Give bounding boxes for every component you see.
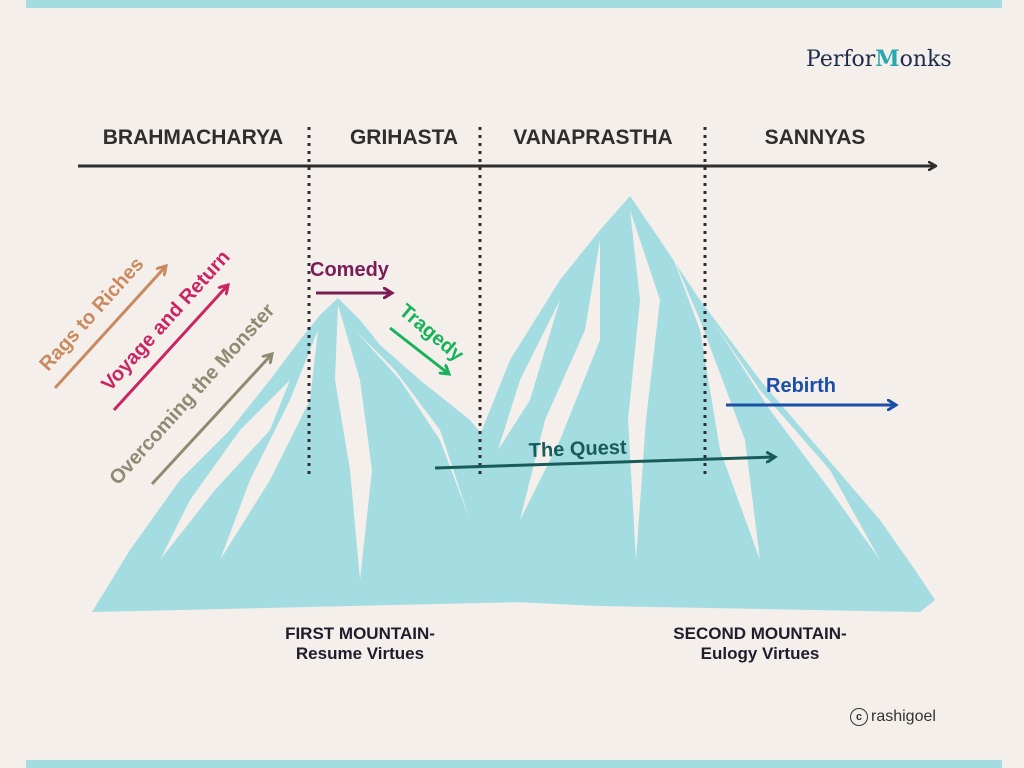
first-mountain-subtitle: Resume Virtues xyxy=(295,644,425,663)
performonks-logo: PerforMonks xyxy=(806,46,952,72)
mountain-range xyxy=(92,196,935,612)
stage-vanaprastha: VANAPRASTHA xyxy=(513,126,673,149)
tragedy-arrow xyxy=(389,326,449,374)
stage-sannyas: SANNYAS xyxy=(764,126,866,149)
second-mountain-title: SECOND MOUNTAIN- xyxy=(673,624,847,643)
second-mountain-snow xyxy=(498,210,880,560)
comedy-label: Comedy xyxy=(310,259,390,281)
voyage-and-return-arrow xyxy=(112,285,228,412)
the-quest-label: The Quest xyxy=(528,437,627,462)
copyright-credit: c rashigoel xyxy=(850,708,936,726)
second-mountain xyxy=(470,196,935,612)
rebirth-label: Rebirth xyxy=(766,375,836,397)
the-quest-arrow xyxy=(434,457,775,470)
second-mountain-subtitle: Eulogy Virtues xyxy=(700,644,820,663)
credit-name: rashigoel xyxy=(871,708,936,725)
tragedy-label: Tragedy xyxy=(395,300,469,367)
first-mountain-snow xyxy=(160,305,480,580)
stage-brahmacharya: BRAHMACHARYA xyxy=(102,126,284,149)
second-mountain-caption: SECOND MOUNTAIN- Eulogy Virtues xyxy=(640,624,880,664)
top-border-bar xyxy=(26,0,1002,8)
copyright-icon: c xyxy=(850,708,868,726)
first-mountain-title: FIRST MOUNTAIN- xyxy=(285,624,435,643)
rags-to-riches-arrow xyxy=(53,266,166,390)
bottom-border-bar xyxy=(26,760,1002,768)
first-mountain-caption: FIRST MOUNTAIN- Resume Virtues xyxy=(250,624,470,664)
stage-grihasta: GRIHASTA xyxy=(349,126,459,149)
overcoming-the-monster-arrow xyxy=(150,354,272,486)
